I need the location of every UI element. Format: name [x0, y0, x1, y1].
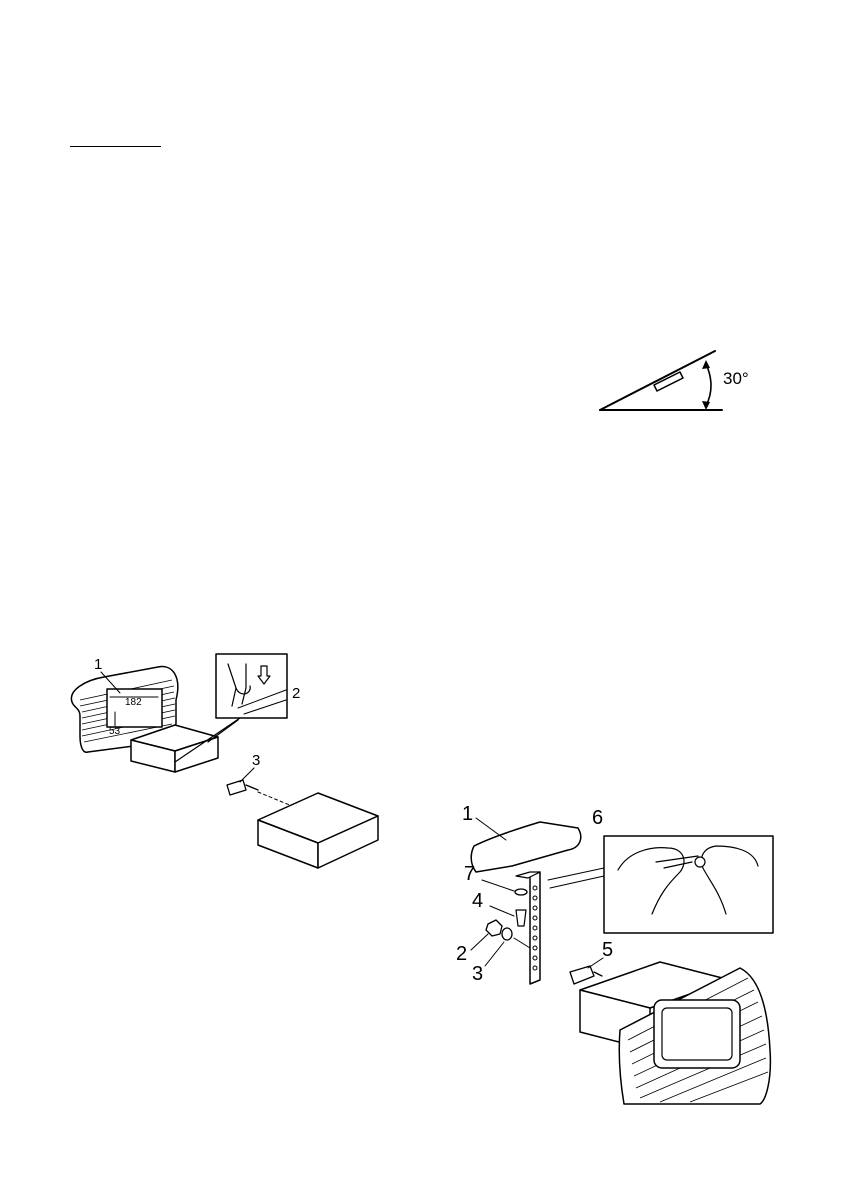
callout-2: 2	[456, 943, 467, 965]
callout-4: 4	[472, 890, 483, 912]
callout-2: 2	[292, 685, 300, 702]
dashboard-panel: 182 53	[71, 667, 177, 753]
dashboard-top-plate	[471, 822, 581, 872]
heading-underline	[70, 146, 161, 147]
dimension-height: 53	[109, 726, 121, 737]
strap-bending-detail	[548, 836, 773, 933]
callout-7: 7	[464, 863, 475, 885]
mounting-sleeve	[131, 718, 240, 772]
removal-callouts: 1 2 3	[94, 656, 300, 782]
bolt-part	[227, 780, 292, 806]
radio-unit	[258, 793, 378, 868]
angle-label: 30°	[723, 369, 749, 388]
mounting-callouts: 1 6 7 4 2 3 5	[456, 803, 613, 985]
radio-unit-with-panel	[580, 962, 770, 1104]
removal-key-detail	[216, 654, 287, 718]
mounting-strap	[516, 872, 540, 984]
callout-3: 3	[472, 963, 483, 985]
callout-3: 3	[252, 752, 260, 769]
hardware-parts	[486, 889, 602, 984]
angle-diagram: 30°	[600, 351, 749, 410]
dimension-width: 182	[125, 697, 142, 708]
callout-1: 1	[94, 656, 102, 673]
callout-5: 5	[602, 939, 613, 961]
callout-1: 1	[462, 803, 473, 825]
callout-6: 6	[592, 807, 603, 829]
panel-hatching	[80, 680, 175, 742]
